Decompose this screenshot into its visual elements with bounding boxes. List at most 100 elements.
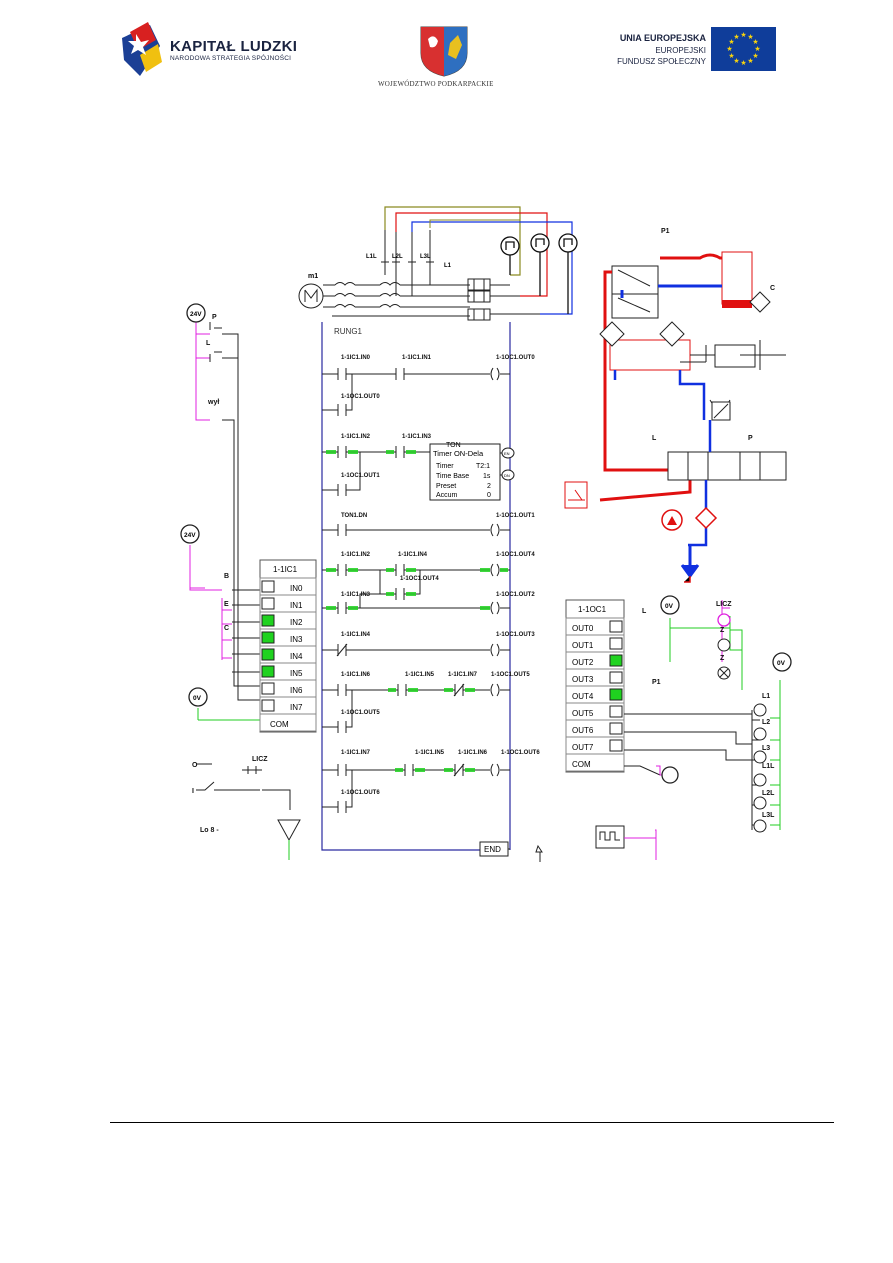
svg-text:★: ★: [733, 33, 739, 41]
m1-label: m1: [308, 273, 318, 280]
counter-section: [196, 763, 301, 860]
supply-0v-right-2: 0V: [772, 652, 792, 672]
timer-accum-value: 0: [487, 492, 491, 499]
output-label: OUT1: [572, 641, 594, 650]
svg-text:★: ★: [747, 57, 753, 65]
input-indicator: [261, 648, 275, 661]
o-label: O: [192, 762, 198, 769]
coil-out3: 1-1OC1.OUT3: [496, 632, 535, 638]
input-label: IN2: [290, 618, 303, 627]
input-indicator: [261, 580, 275, 593]
output-label: OUT0: [572, 624, 594, 633]
red-wire: [395, 212, 548, 297]
eu-flag-icon: ★★★ ★★★ ★★★ ★★★: [711, 27, 776, 71]
contact-out4: 1-1OC1.OUT4: [400, 576, 439, 582]
contact-in4b: 1-1IC1.IN4: [341, 632, 371, 638]
output-label: OUT2: [572, 658, 594, 667]
contact-out5: 1-1OC1.OUT5: [341, 710, 380, 716]
contact-in0: 1-1IC1.IN0: [341, 355, 371, 361]
lamp-l3l-label: L3L: [762, 812, 775, 819]
svg-text:★: ★: [728, 38, 734, 46]
active-contact-highlights: [326, 450, 508, 772]
contact-in6: 1-1IC1.IN6: [341, 672, 371, 678]
contact-out0: 1-1OC1.OUT0: [341, 394, 380, 400]
l1-label: L1: [444, 263, 452, 269]
input-row: [259, 713, 317, 732]
kapital-ludzki-title: KAPITAŁ LUDZKI: [170, 38, 298, 55]
limit-switch-icons: [500, 233, 578, 314]
svg-text:24V: 24V: [184, 532, 196, 539]
contact-in1: 1-1IC1.IN1: [402, 355, 432, 361]
olive-wire-2: [429, 219, 520, 228]
supply-24v-top: 24V: [186, 303, 206, 323]
rung-label: RUNG1: [334, 327, 363, 336]
kapital-ludzki-subtitle: NARODOWA STRATEGIA SPÓJNOŚCI: [170, 55, 292, 62]
footer-rule: [110, 1122, 834, 1123]
coil-out6: 1-1OC1.OUT6: [501, 750, 540, 756]
indicator-lamps: [753, 703, 767, 833]
motor-m1-icon: [298, 283, 324, 309]
timer-type: TON: [446, 442, 461, 449]
motor-power-section: [298, 230, 568, 321]
output-label: OUT6: [572, 726, 594, 735]
supply-24v-mid: 24V: [180, 524, 200, 544]
timer-value: T2:1: [476, 463, 490, 470]
input-label: IN1: [290, 601, 303, 610]
l3l-label: L3L: [420, 254, 431, 260]
c-label: C: [224, 625, 229, 632]
wojewodztwo-label: WOJEWÓDZTWO PODKARPACKIE: [378, 80, 494, 88]
output-label: OUT3: [572, 675, 594, 684]
input-label: COM: [270, 720, 289, 729]
relief-valve-icon: [564, 481, 588, 509]
z2-label: Z: [720, 655, 725, 662]
coil-out4: 1-1OC1.OUT4: [496, 552, 535, 558]
input-wiring: [189, 322, 262, 721]
licz-label: LICZ: [252, 756, 268, 763]
b-label: B: [224, 573, 229, 580]
output-indicator: [609, 739, 623, 752]
input-indicator: [261, 631, 275, 644]
p1-label: P1: [661, 228, 670, 235]
timer-preset-label: Preset: [436, 483, 456, 490]
lamp-l3-label: L3: [762, 745, 770, 752]
kapital-ludzki-emblem: [122, 22, 162, 76]
output-label: OUT4: [572, 692, 594, 701]
l1l-label: L1L: [366, 254, 377, 260]
coil-out2: 1-1OC1.OUT2: [496, 592, 535, 598]
e-label: E: [224, 601, 229, 608]
supply-0v-left: 0V: [188, 687, 208, 707]
timer-en: EN: [504, 451, 510, 456]
contact-tondn: TON1.DN: [341, 513, 367, 519]
z1-label: Z: [720, 627, 725, 634]
input-label: IN7: [290, 703, 303, 712]
lamp-l1-label: L1: [762, 693, 770, 700]
wyl-label: wył: [207, 399, 219, 406]
input-label: IN3: [290, 635, 303, 644]
valve-l-label: L: [652, 435, 657, 442]
svg-text:★: ★: [740, 31, 746, 39]
svg-text:24V: 24V: [190, 311, 202, 318]
contact-in3: 1-1IC1.IN3: [402, 434, 432, 440]
output-indicator: [609, 671, 623, 684]
output-label: COM: [572, 760, 591, 769]
z1-lamp-icon: [717, 638, 731, 652]
contact-in6b: 1-1IC1.IN6: [458, 750, 488, 756]
input-indicator: [261, 614, 275, 627]
timer-dn: DN: [504, 473, 510, 478]
ue-subtitle-1: EUROPEJSKI: [655, 46, 706, 55]
sensor-left-icon: [599, 321, 625, 347]
contact-in2: 1-1IC1.IN2: [341, 434, 371, 440]
contact-in4: 1-1IC1.IN4: [398, 552, 428, 558]
filter-icon: [694, 506, 718, 530]
lamp-l2-label: L2: [762, 719, 770, 726]
output-indicator: [609, 688, 623, 701]
output-indicator: [609, 705, 623, 718]
svg-text:★: ★: [752, 52, 758, 60]
input-module-title: 1-1IC1: [273, 565, 298, 574]
input-label: IN4: [290, 652, 303, 661]
svg-text:★: ★: [752, 38, 758, 46]
timer-label: Timer: [436, 463, 454, 470]
l2l-label: L2L: [392, 254, 403, 260]
